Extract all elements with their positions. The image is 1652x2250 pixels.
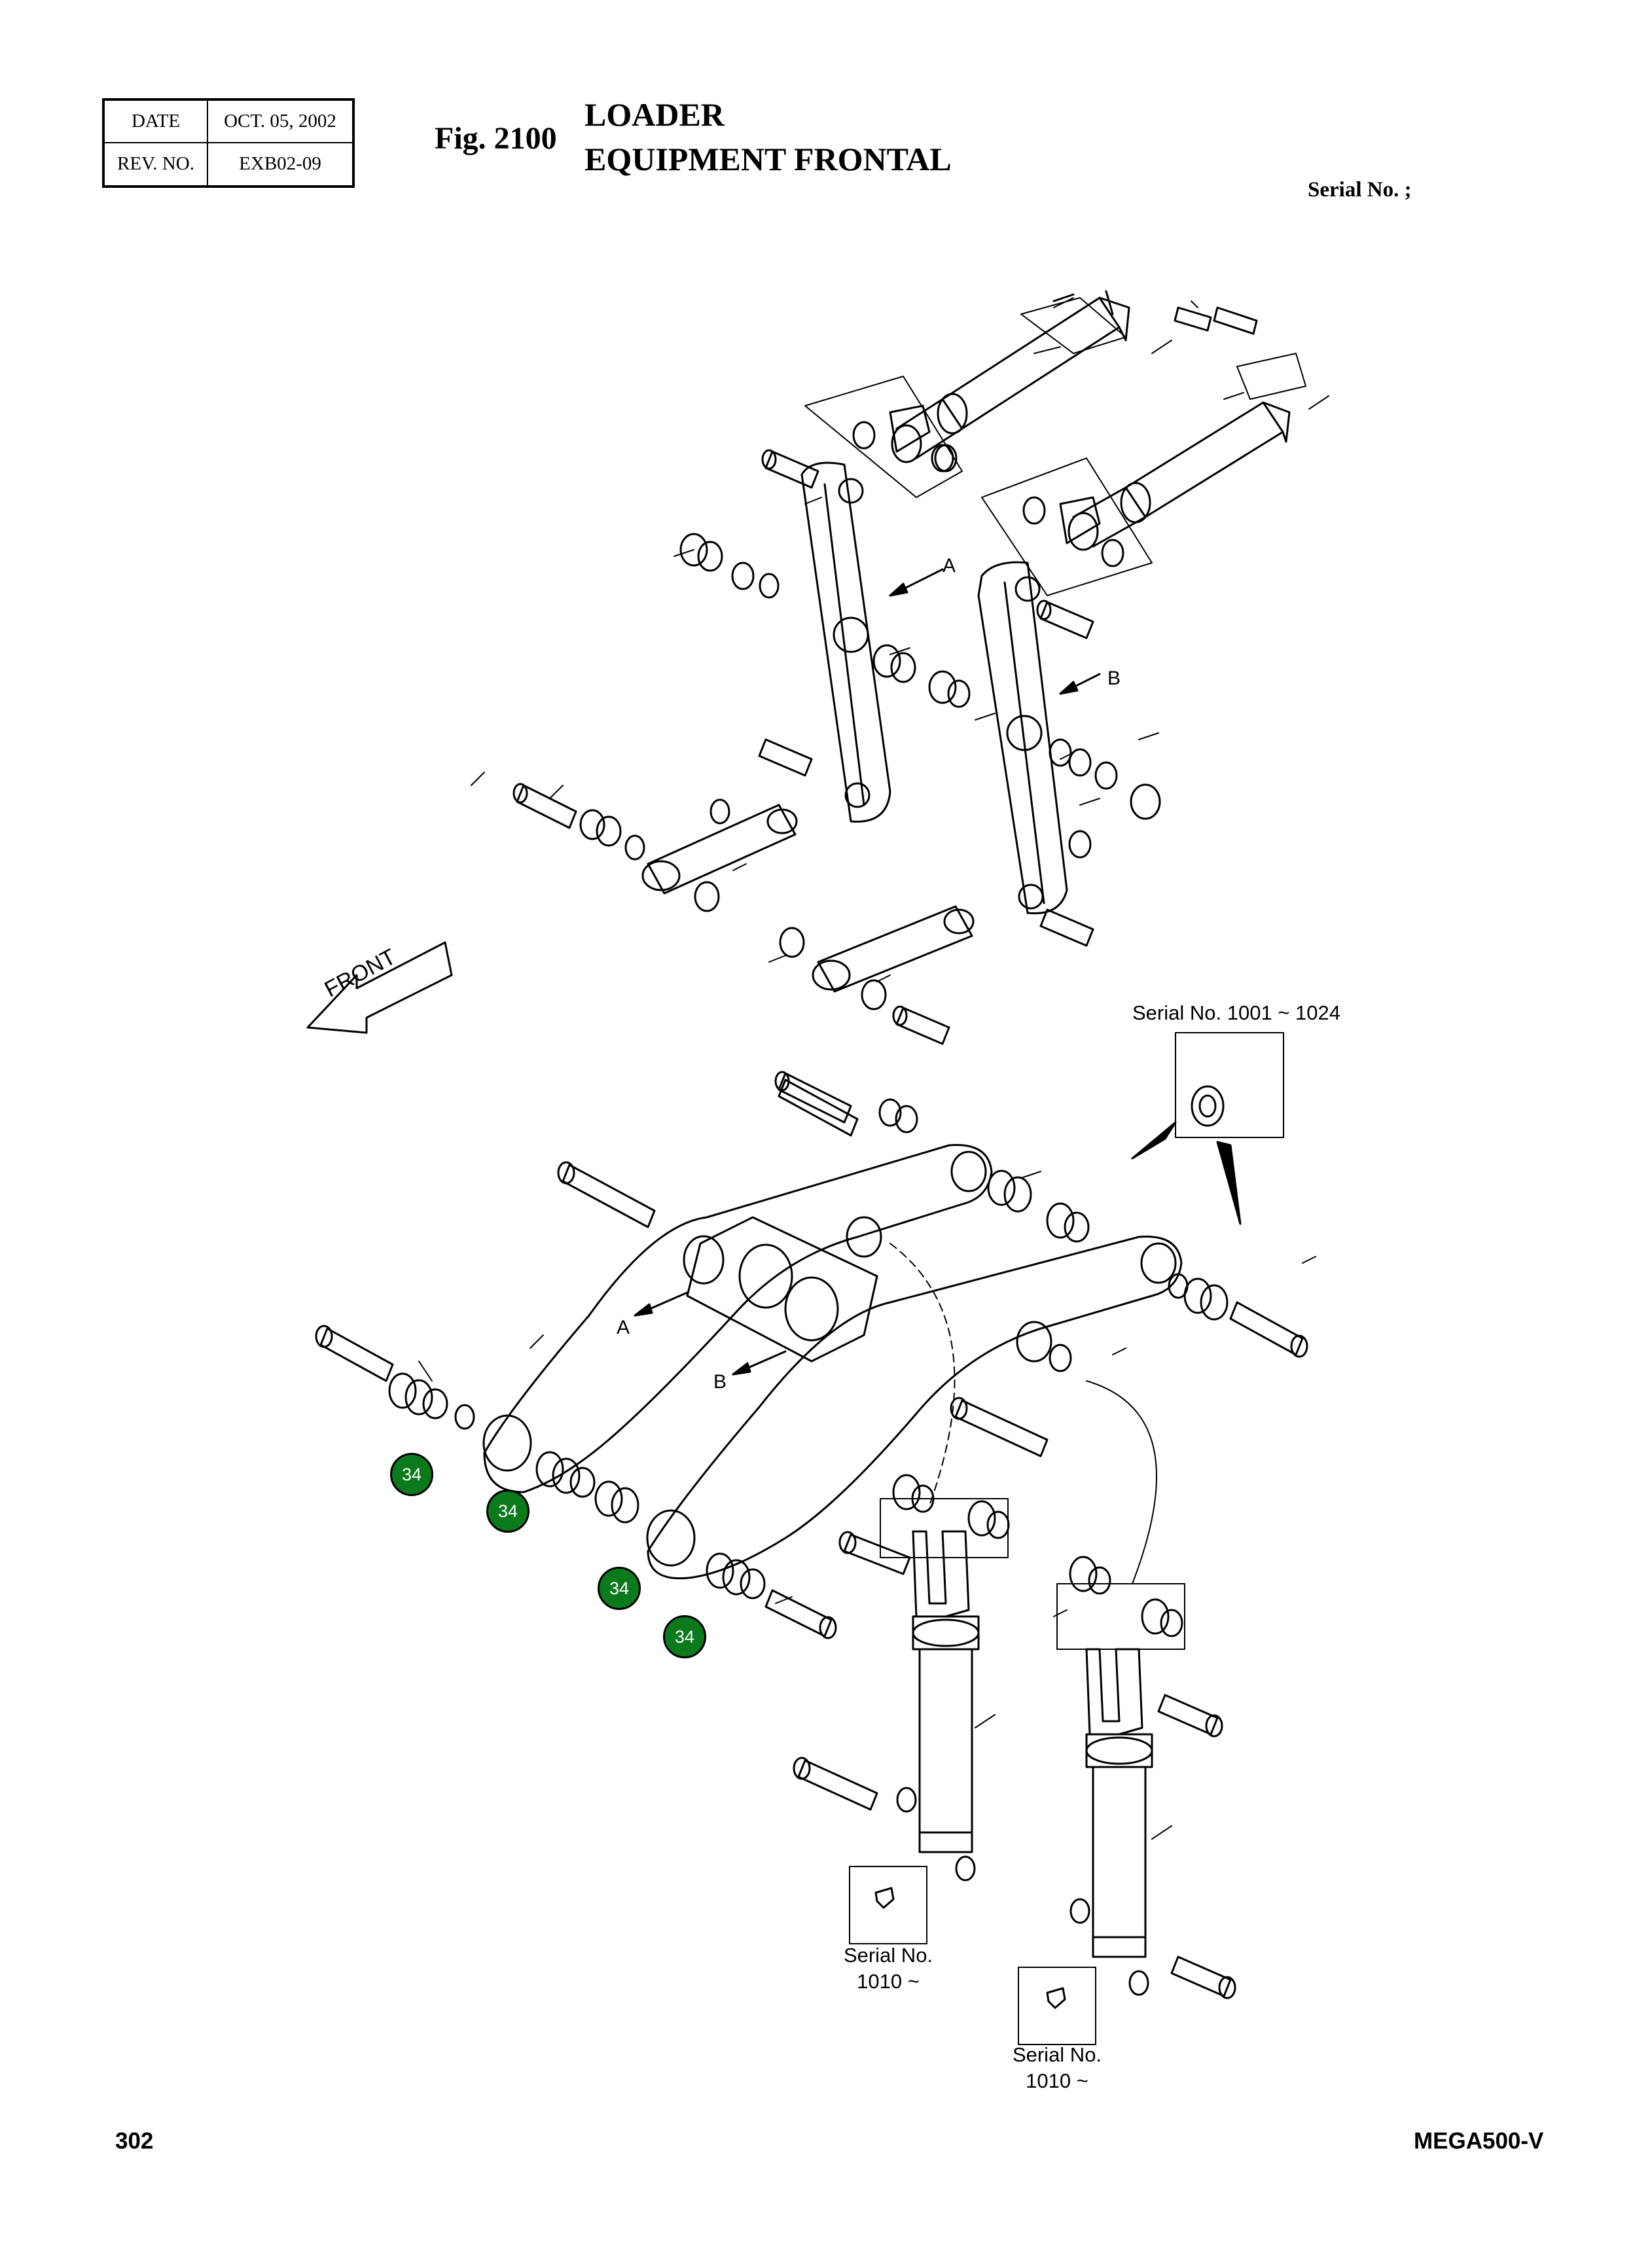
- boom-cross-tube: [683, 1216, 1052, 1363]
- rocker-right: [977, 561, 1068, 915]
- cylinder-pins: [793, 1474, 1236, 1999]
- view-label-a-lower: A: [617, 1317, 630, 1338]
- lift-cylinder-right: [1085, 1648, 1153, 1958]
- serial-inset-3-label: Serial No. 1010 ~: [995, 2042, 1119, 2094]
- serial-inset-3-line1: Serial No.: [1012, 2043, 1102, 2066]
- callout-badge[interactable]: 34: [390, 1453, 433, 1496]
- callout-badge[interactable]: 34: [486, 1490, 530, 1533]
- view-arrow-b-lower: [732, 1350, 787, 1376]
- serial-inset-3-line2: 1010 ~: [1026, 2069, 1088, 2092]
- figure-title-line2: EQUIPMENT FRONTAL: [584, 141, 952, 177]
- link-left: [641, 804, 798, 895]
- revision-table: DATE OCT. 05, 2002 REV. NO. EXB02-09: [102, 98, 355, 188]
- upper-cylinder-right: [1059, 401, 1291, 551]
- link-right: [812, 905, 975, 993]
- upper-cylinder-left: [889, 290, 1130, 463]
- view-arrow-a-lower: [634, 1291, 689, 1317]
- date-value: OCT. 05, 2002: [208, 101, 352, 143]
- page-number: 302: [115, 2128, 154, 2154]
- callout-badge[interactable]: 34: [663, 1615, 706, 1658]
- figure-number: Fig. 2100: [435, 121, 557, 156]
- figure-title-line1: LOADER: [584, 96, 725, 133]
- rocker-left: [800, 461, 891, 823]
- serial-inset-2-label: Serial No. 1010 ~: [826, 1942, 950, 1995]
- serial-inset-2-line1: Serial No.: [843, 1944, 933, 1967]
- view-arrow-a-upper: [889, 568, 944, 597]
- date-label: DATE: [105, 101, 208, 143]
- serial-inset-box-1: [1175, 1032, 1284, 1138]
- model-name: MEGA500-V: [1414, 2128, 1544, 2154]
- view-label-a-upper: A: [943, 555, 956, 577]
- lift-cylinder-left: [912, 1530, 980, 1853]
- upper-pins-and-bushings: [512, 306, 1258, 1134]
- front-direction-arrow: [306, 941, 453, 1034]
- callout-badge[interactable]: 34: [598, 1567, 641, 1610]
- rev-value: EXB02-09: [239, 153, 321, 175]
- rev-label: REV. NO.: [105, 143, 208, 185]
- serial-inset-box-3: [1018, 1967, 1096, 2045]
- view-label-b-upper: B: [1107, 668, 1121, 689]
- serial-inset-2-line2: 1010 ~: [857, 1970, 920, 1993]
- serial-inset-1-label: Serial No. 1001 ~ 1024: [1132, 1001, 1340, 1024]
- lower-pins-and-bushings: [315, 1079, 1308, 1639]
- view-arrow-b-upper: [1059, 673, 1101, 695]
- leader-lines: [418, 297, 1329, 1840]
- boom-arm-right: [646, 1236, 1183, 1580]
- view-label-b-lower: B: [713, 1371, 727, 1393]
- serial-inset-box-2: [849, 1866, 927, 1944]
- serial-number-label: Serial No. ;: [1308, 178, 1412, 202]
- boom-arm-left: [482, 1144, 993, 1493]
